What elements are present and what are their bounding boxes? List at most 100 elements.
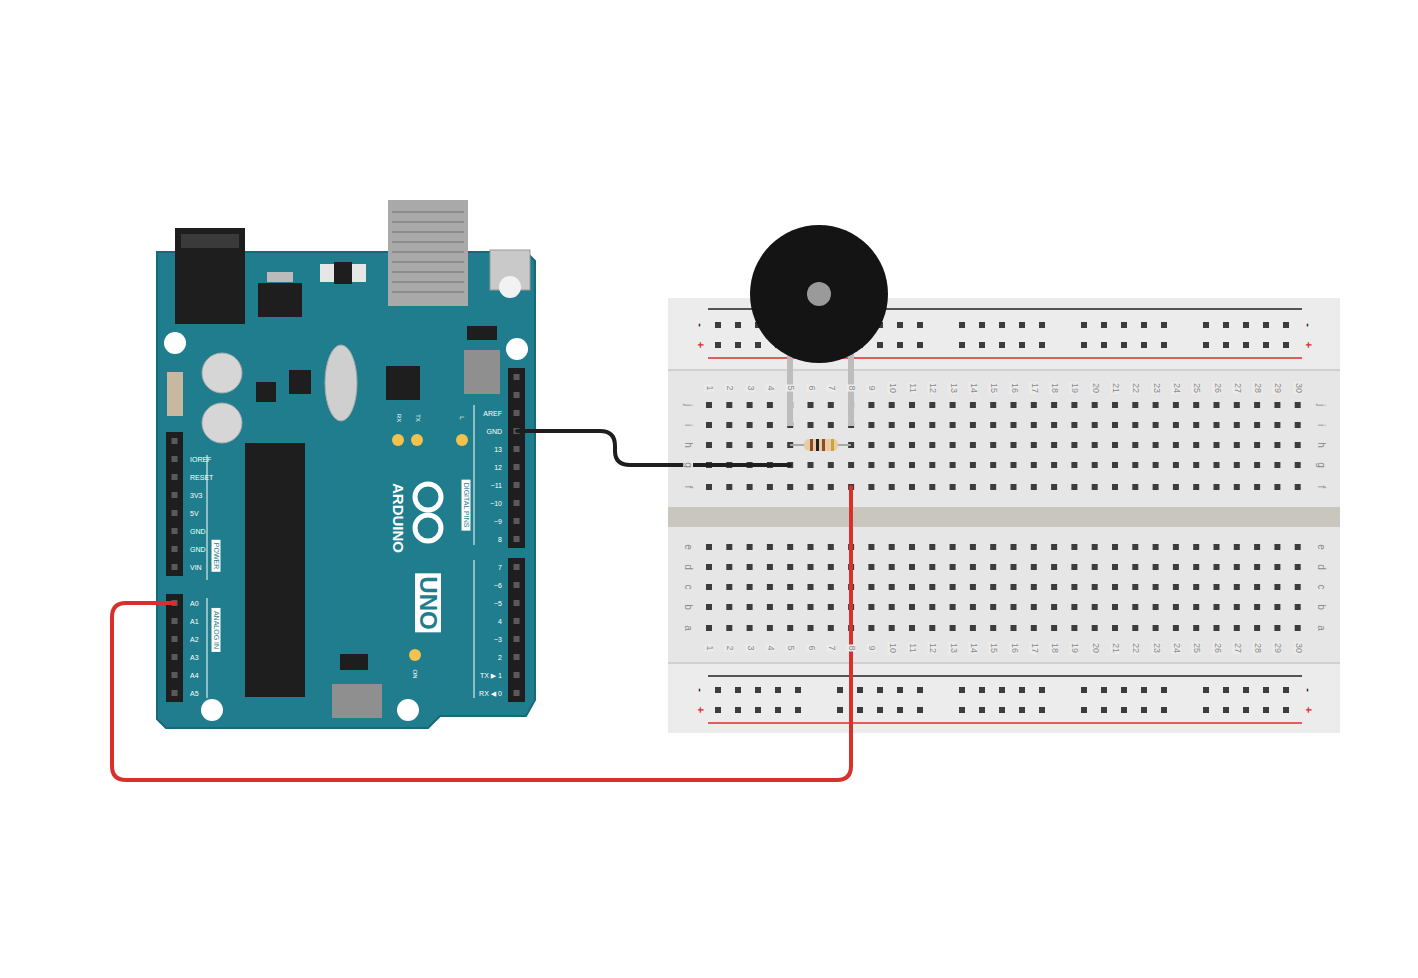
breadboard-hole — [1011, 564, 1017, 570]
board-label: ON — [412, 669, 418, 680]
breadboard-hole — [889, 462, 895, 468]
breadboard-hole — [979, 342, 985, 348]
column-number: 11 — [908, 382, 917, 393]
breadboard-hole — [897, 322, 903, 328]
pin-label: IOREF — [189, 456, 212, 463]
center-channel — [668, 507, 1340, 527]
breadboard-hole — [868, 402, 874, 408]
breadboard-hole — [1019, 707, 1025, 713]
resistor-body — [804, 439, 838, 451]
buzzer-body — [750, 225, 888, 363]
pin-label: AREF — [482, 410, 503, 417]
pin-label: RESET — [189, 474, 214, 481]
breadboard-hole — [1051, 442, 1057, 448]
signal-wire — [112, 487, 851, 780]
breadboard-hole — [828, 462, 834, 468]
breadboard-hole — [1011, 422, 1017, 428]
row-letter: a — [1316, 624, 1326, 632]
rail-groove — [668, 662, 1340, 664]
breadboard-hole — [970, 625, 976, 631]
column-number: 17 — [1029, 382, 1038, 394]
rx-led — [392, 434, 404, 446]
breadboard-hole — [1031, 625, 1037, 631]
row-letter: e — [1316, 543, 1326, 551]
pin-label: 3V3 — [189, 492, 203, 499]
breadboard-hole — [767, 584, 773, 590]
breadboard-hole — [979, 707, 985, 713]
pin-label: ~5 — [493, 600, 503, 607]
breadboard-hole — [950, 402, 956, 408]
breadboard-hole — [990, 402, 996, 408]
voltage-regulator — [258, 283, 302, 317]
board-label: L — [459, 415, 465, 420]
header-pin — [172, 456, 178, 462]
microcontroller — [245, 443, 305, 697]
usb-ridge — [392, 241, 464, 243]
row-letter: f — [1316, 485, 1326, 490]
breadboard-hole — [1274, 442, 1280, 448]
header-pin — [514, 464, 520, 470]
row-letter: c — [1316, 584, 1326, 591]
breadboard-hole — [950, 462, 956, 468]
header — [166, 594, 183, 702]
breadboard-hole — [1071, 422, 1077, 428]
column-number: 7 — [826, 644, 835, 651]
breadboard-hole — [808, 402, 814, 408]
breadboard-hole — [1071, 625, 1077, 631]
breadboard-hole — [1071, 544, 1077, 550]
breadboard-hole — [1243, 322, 1249, 328]
resistor-band — [831, 439, 834, 451]
breadboard-hole — [1019, 342, 1025, 348]
header-pin — [172, 564, 178, 570]
breadboard-hole — [747, 564, 753, 570]
breadboard-hole — [889, 564, 895, 570]
column-number: 16 — [1009, 382, 1018, 394]
breadboard-hole — [909, 604, 915, 610]
breadboard-hole — [787, 625, 793, 631]
breadboard-hole — [1153, 564, 1159, 570]
breadboard-hole — [1295, 484, 1301, 490]
hole-grid — [706, 322, 1301, 713]
column-number: 14 — [968, 382, 977, 394]
breadboard-hole — [1173, 544, 1179, 550]
breadboard-hole — [950, 584, 956, 590]
board-label: TX — [415, 413, 421, 423]
breadboard-hole — [747, 402, 753, 408]
breadboard-hole — [1295, 564, 1301, 570]
breadboard-hole — [1283, 322, 1289, 328]
breadboard-hole — [1254, 402, 1260, 408]
header-pin — [514, 654, 520, 660]
column-number: 8 — [847, 384, 856, 391]
breadboard-hole — [950, 564, 956, 570]
breadboard-hole — [1274, 462, 1280, 468]
breadboard-hole — [1193, 625, 1199, 631]
breadboard-hole — [1243, 342, 1249, 348]
column-number: 24 — [1171, 382, 1180, 394]
usb-ridge — [392, 221, 464, 223]
header-pin — [172, 510, 178, 516]
breadboard-hole — [929, 604, 935, 610]
power-jack-detail — [181, 234, 239, 248]
header-pin — [172, 690, 178, 696]
smd-part — [340, 654, 368, 670]
breadboard-hole — [726, 484, 732, 490]
breadboard-hole — [877, 707, 883, 713]
breadboard-hole — [950, 422, 956, 428]
breadboard-hole — [970, 484, 976, 490]
breadboard-hole — [1051, 484, 1057, 490]
board-label: UNO — [415, 573, 441, 632]
breadboard-hole — [837, 687, 843, 693]
breadboard-hole — [889, 604, 895, 610]
breadboard-hole — [1153, 544, 1159, 550]
header-pin — [172, 474, 178, 480]
smd-part — [467, 326, 497, 340]
column-number: 3 — [745, 644, 754, 651]
header-pin — [172, 528, 178, 534]
header-pin — [172, 546, 178, 552]
breadboard-hole — [787, 584, 793, 590]
breadboard-hole — [1031, 544, 1037, 550]
breadboard-hole — [1051, 604, 1057, 610]
breadboard-hole — [1141, 322, 1147, 328]
breadboard-hole — [1101, 687, 1107, 693]
column-number: 9 — [867, 644, 876, 651]
